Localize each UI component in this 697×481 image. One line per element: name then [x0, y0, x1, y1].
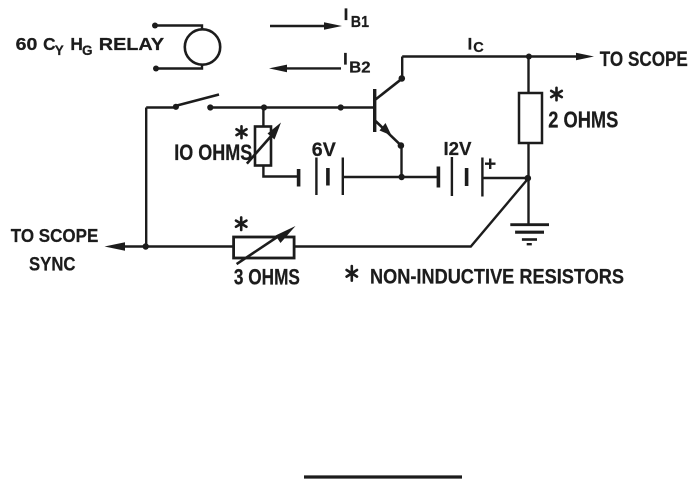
svg-text:IO OHMS: IO OHMS — [174, 140, 252, 165]
svg-text:B1: B1 — [351, 14, 369, 31]
svg-text:NON-INDUCTIVE RESISTORS: NON-INDUCTIVE RESISTORS — [370, 266, 624, 289]
svg-text:H: H — [70, 34, 82, 54]
svg-text:G: G — [82, 43, 93, 58]
svg-text:TO SCOPE: TO SCOPE — [11, 225, 99, 246]
svg-text:SYNC: SYNC — [29, 253, 76, 275]
svg-text:C: C — [43, 34, 55, 54]
svg-text:I: I — [343, 49, 348, 68]
svg-text:RELAY: RELAY — [99, 34, 165, 54]
svg-text:3 OHMS: 3 OHMS — [234, 265, 300, 290]
svg-text:2 OHMS: 2 OHMS — [548, 106, 618, 132]
svg-text:I2V: I2V — [444, 139, 472, 159]
svg-text:I: I — [468, 34, 473, 53]
svg-text:I: I — [344, 5, 349, 24]
svg-text:60: 60 — [16, 34, 38, 54]
svg-text:6V: 6V — [312, 139, 336, 161]
svg-text:B2: B2 — [349, 60, 371, 77]
svg-text:Y: Y — [55, 43, 64, 58]
svg-text:TO SCOPE: TO SCOPE — [600, 48, 688, 71]
svg-text:C: C — [473, 40, 484, 56]
